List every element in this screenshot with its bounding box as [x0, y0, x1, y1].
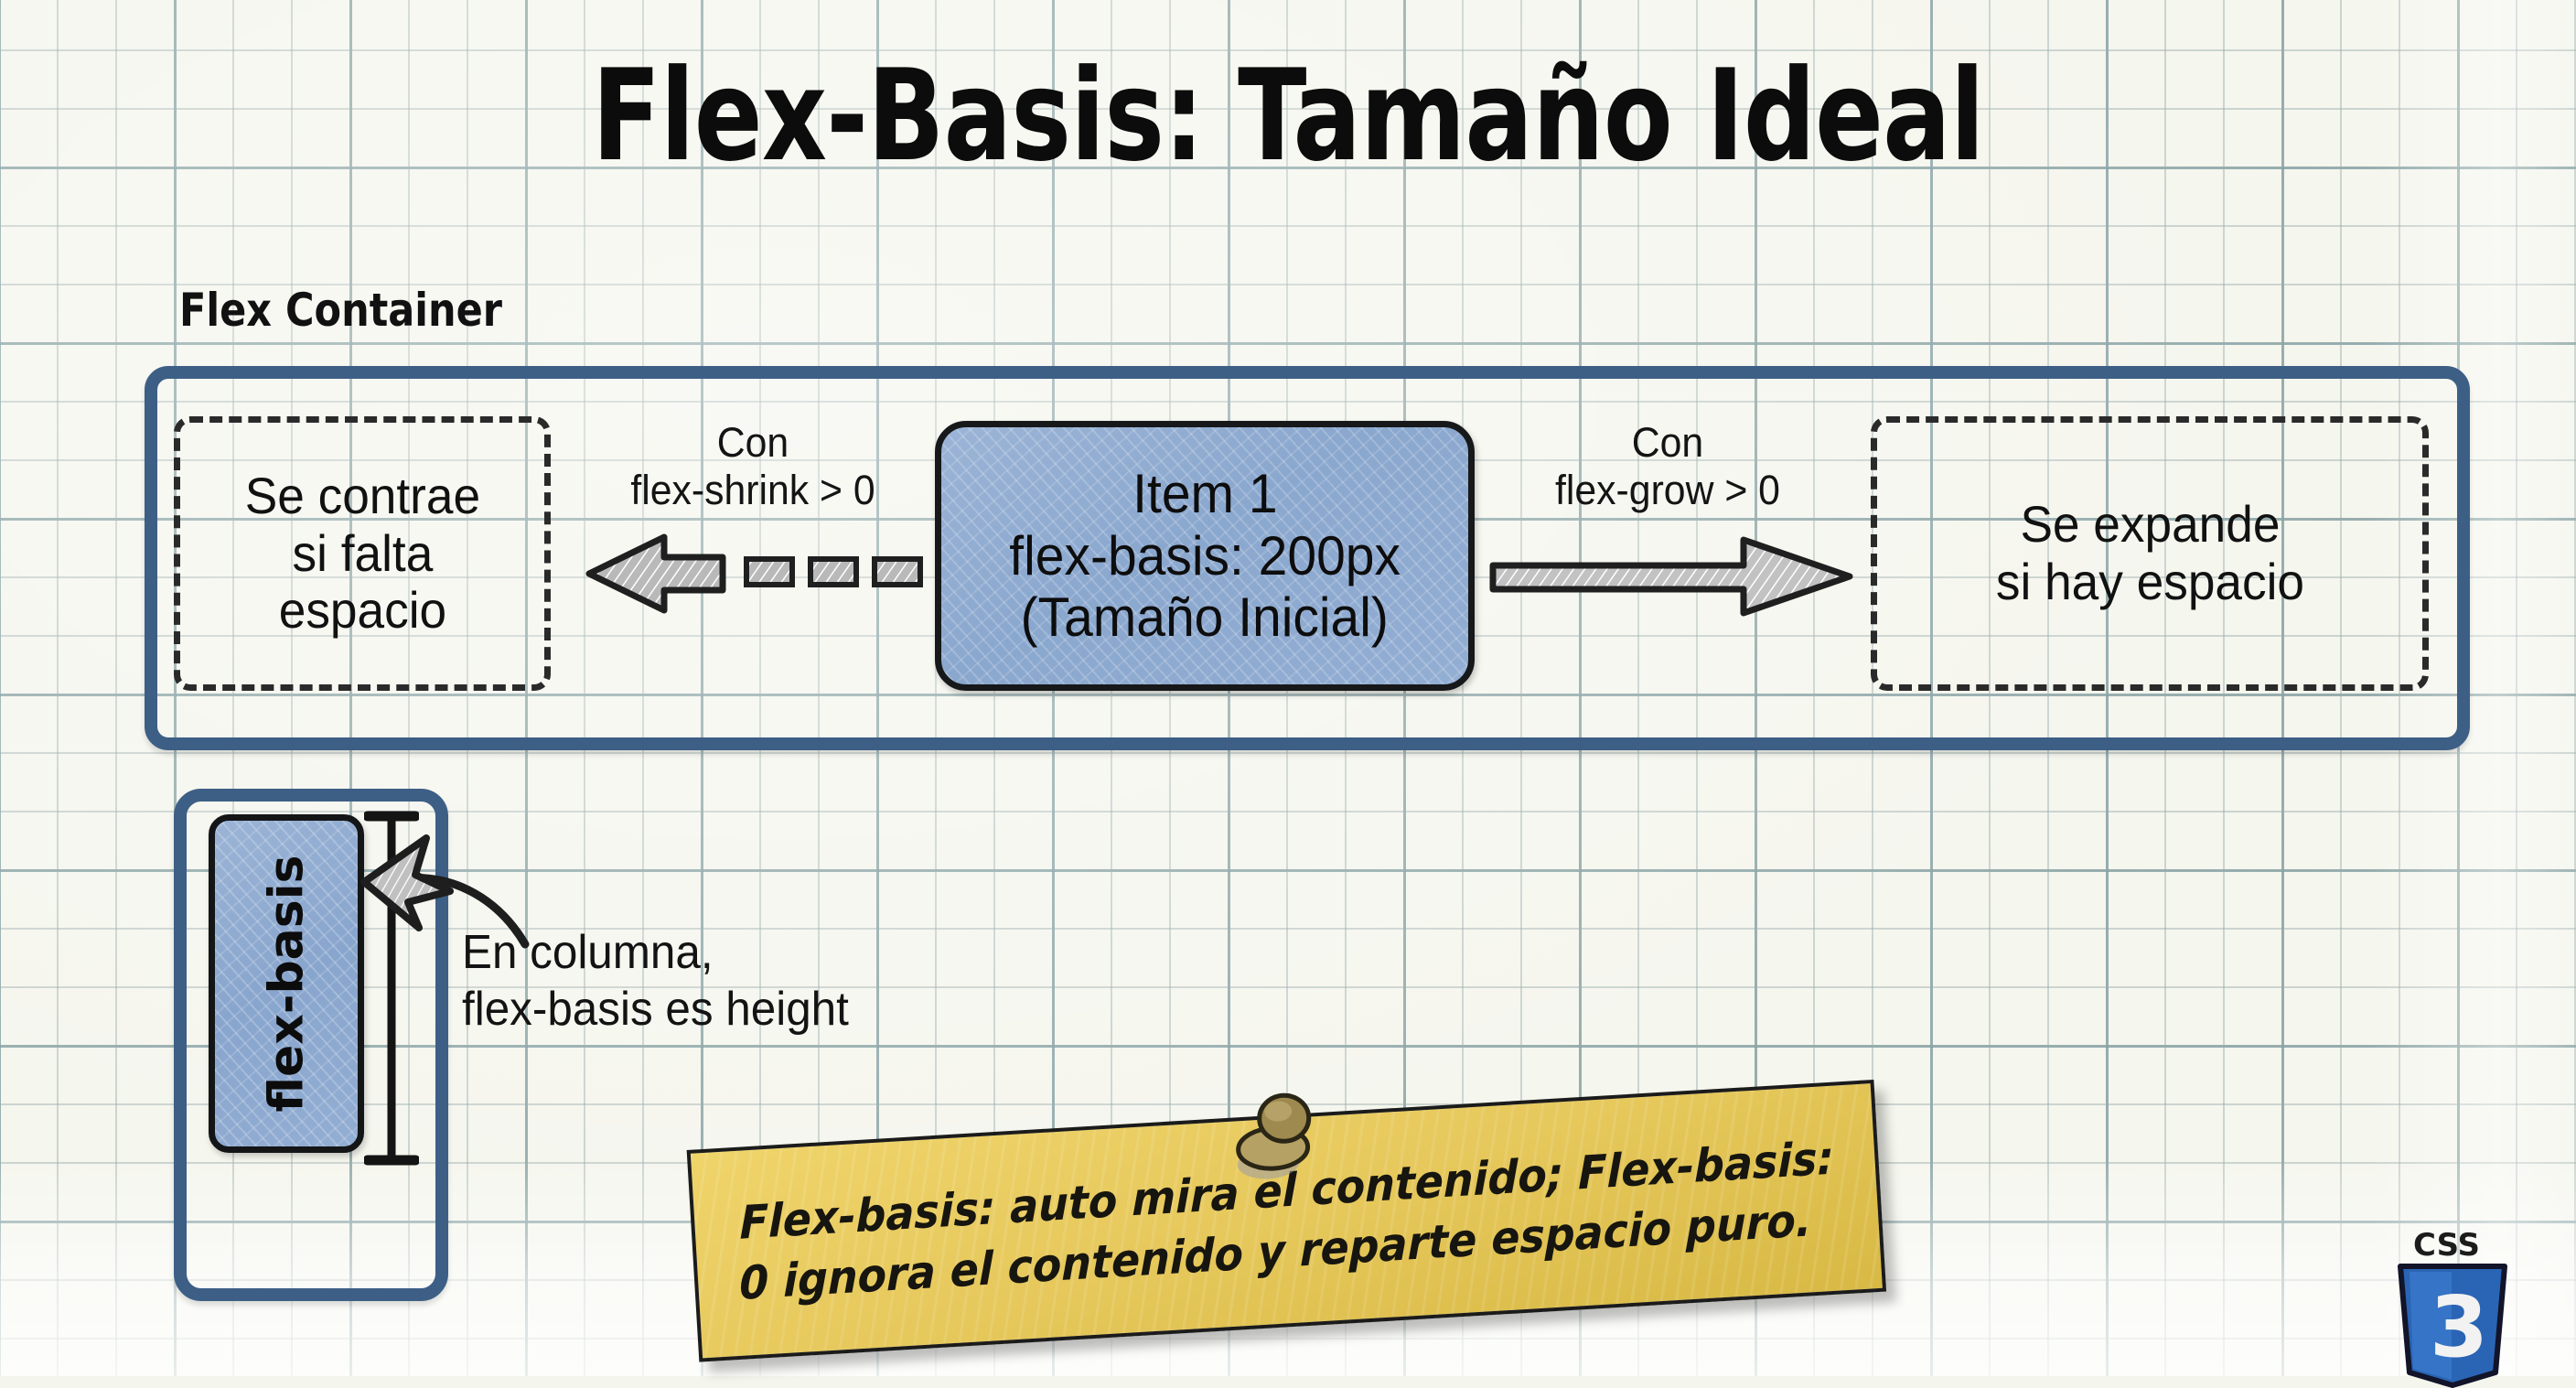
column-flex-container-box: [174, 789, 448, 1301]
shrink-arrow-icon: [585, 533, 923, 614]
column-pointer-arrow-icon: [360, 834, 530, 949]
css3-logo-icon: CSS 3: [2398, 1227, 2507, 1388]
ghost-right-line-2: si hay espacio: [1995, 553, 2304, 610]
css-version-number: 3: [2430, 1278, 2488, 1376]
ghost-left-line-1: Se contrae: [244, 466, 480, 524]
ghost-left-line-3: espacio: [278, 581, 446, 640]
column-caption: En columna, flex-basis es height: [462, 924, 849, 1038]
item-line-2: flex-basis: 200px: [1009, 524, 1401, 586]
css-wordmark: CSS: [2413, 1227, 2480, 1264]
ghost-box-shrink: Se contrae si falta espacio: [174, 416, 551, 691]
column-flex-item: flex-basis: [209, 814, 364, 1153]
ghost-right-text: Se expande si hay espacio: [1995, 496, 2303, 610]
ghost-left-line-2: si falta: [292, 523, 433, 582]
column-item-label: flex-basis: [259, 855, 315, 1113]
flex-container-box: [145, 366, 2470, 750]
item-line-1: Item 1: [1132, 462, 1278, 524]
ghost-left-text: Se contrae si falta espacio: [244, 466, 480, 640]
grow-caption-line-1: Con: [1631, 419, 1704, 466]
grow-caption-line-2: flex-grow > 0: [1555, 466, 1780, 513]
pushpin-icon: [1236, 1092, 1312, 1179]
flex-container-label: Flex Container: [179, 284, 502, 337]
column-caption-line-2: flex-basis es height: [462, 983, 849, 1037]
item-line-3: (Tamaño Inicial): [1020, 586, 1390, 649]
shrink-caption: Con flex-shrink > 0: [585, 419, 921, 514]
ghost-box-grow: Se expande si hay espacio: [1871, 416, 2429, 691]
page-title: Flex-Basis: Tamaño Ideal: [592, 42, 1985, 189]
column-caption-line-1: En columna,: [462, 926, 714, 979]
shrink-caption-line-2: flex-shrink > 0: [630, 466, 875, 513]
flex-item-1: Item 1 flex-basis: 200px (Tamaño Inicial…: [935, 421, 1475, 691]
grow-arrow-icon: [1489, 536, 1853, 617]
ghost-right-line-1: Se expande: [2020, 495, 2280, 554]
grow-caption: Con flex-grow > 0: [1500, 419, 1836, 514]
shrink-caption-line-1: Con: [716, 419, 789, 466]
sticky-note: Flex-basis: auto mira el contenido; Flex…: [684, 1042, 1896, 1387]
